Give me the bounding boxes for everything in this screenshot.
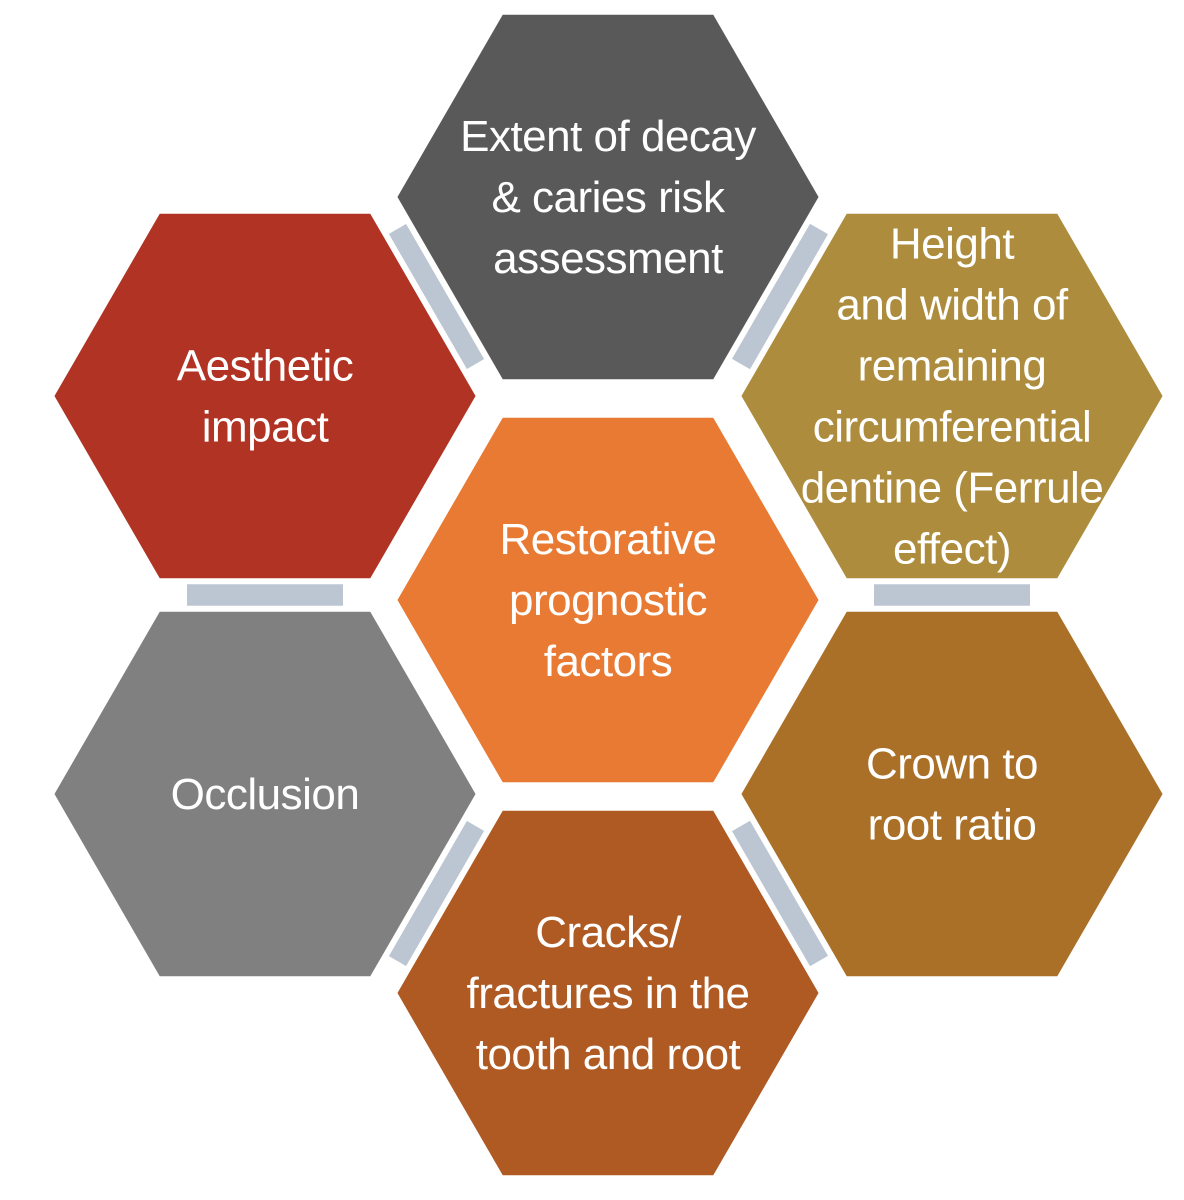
hexagon-bottom: Cracks/fractures in the tooth and root bbox=[391, 804, 825, 1182]
hexagon-top-left-label: Aesthetic impact bbox=[177, 342, 353, 452]
hexagon-bottom-right-label-line: root ratio bbox=[868, 801, 1037, 850]
hexagon-bottom-right: Crown to root ratio bbox=[735, 605, 1169, 983]
hexagon-bottom-right-label-line: Crown to bbox=[866, 740, 1038, 789]
hexagon-top-label-line: Extent of decay bbox=[460, 112, 756, 161]
hexagon-top-right-label-line: Height bbox=[890, 220, 1014, 269]
hexagon-top-right-label-line: dentine (Ferrule bbox=[801, 464, 1104, 513]
hexagon-top-right: Height and width of remaining circumferenti… bbox=[735, 207, 1169, 585]
hexagon-center-label: Restorative prognostic factors bbox=[499, 515, 716, 686]
hexagon-center-shape bbox=[391, 411, 825, 789]
hexagon-top-left-label-line: Aesthetic bbox=[177, 342, 353, 391]
hexagon-top-label: Extent of decay & caries risk assessment bbox=[460, 112, 756, 283]
hexagon-top-right-label-line: circumferential bbox=[813, 403, 1092, 452]
hexagon-bottom-label-line: Cracks/ bbox=[535, 908, 682, 957]
hexagon-top-left: Aesthetic impact bbox=[48, 207, 482, 585]
hexagon-bottom-left-label-line: Occlusion bbox=[171, 770, 360, 819]
hexagon-bottom-label: Cracks/fractures in the tooth and root bbox=[466, 908, 749, 1079]
hexagon-bottom-left-shape bbox=[48, 605, 482, 983]
hexagon-bottom-right-shape bbox=[735, 605, 1169, 983]
hexagon-bottom-shape bbox=[391, 804, 825, 1182]
hexagon-layer: Extent of decay & caries risk assessment He… bbox=[48, 8, 1169, 1182]
hexagon-top-right-label-line: and width of bbox=[836, 281, 1069, 330]
hexagon-top-left-label-line: impact bbox=[202, 403, 329, 452]
hexagon-top-right-shape bbox=[735, 207, 1169, 585]
hexagon-center-label-line: prognostic bbox=[509, 576, 707, 625]
hexagon-bottom-left: Occlusion bbox=[48, 605, 482, 983]
hexagon-top-right-label-line: effect) bbox=[893, 525, 1011, 574]
hexagon-center: Restorative prognostic factors bbox=[391, 411, 825, 789]
hexagon-top-right-label: Height and width of remaining circumferenti… bbox=[801, 220, 1104, 574]
hexagon-top: Extent of decay & caries risk assessment bbox=[391, 8, 825, 386]
hexagon-bottom-label-line: tooth and root bbox=[476, 1030, 741, 1079]
hexagon-top-right-label-line: remaining bbox=[858, 342, 1047, 391]
hexagon-center-label-line: factors bbox=[544, 637, 673, 686]
hexagon-bottom-label-line: fractures in the bbox=[466, 969, 749, 1018]
hexagon-top-label-line: assessment bbox=[493, 234, 723, 283]
hexagon-center-label-line: Restorative bbox=[499, 515, 716, 564]
hexagon-top-label-line: & caries risk bbox=[491, 173, 726, 222]
hexagon-top-left-shape bbox=[48, 207, 482, 585]
hexagon-bottom-right-label: Crown to root ratio bbox=[866, 740, 1038, 850]
hexagon-bottom-left-label: Occlusion bbox=[171, 770, 360, 819]
hexagon-top-shape bbox=[391, 8, 825, 386]
